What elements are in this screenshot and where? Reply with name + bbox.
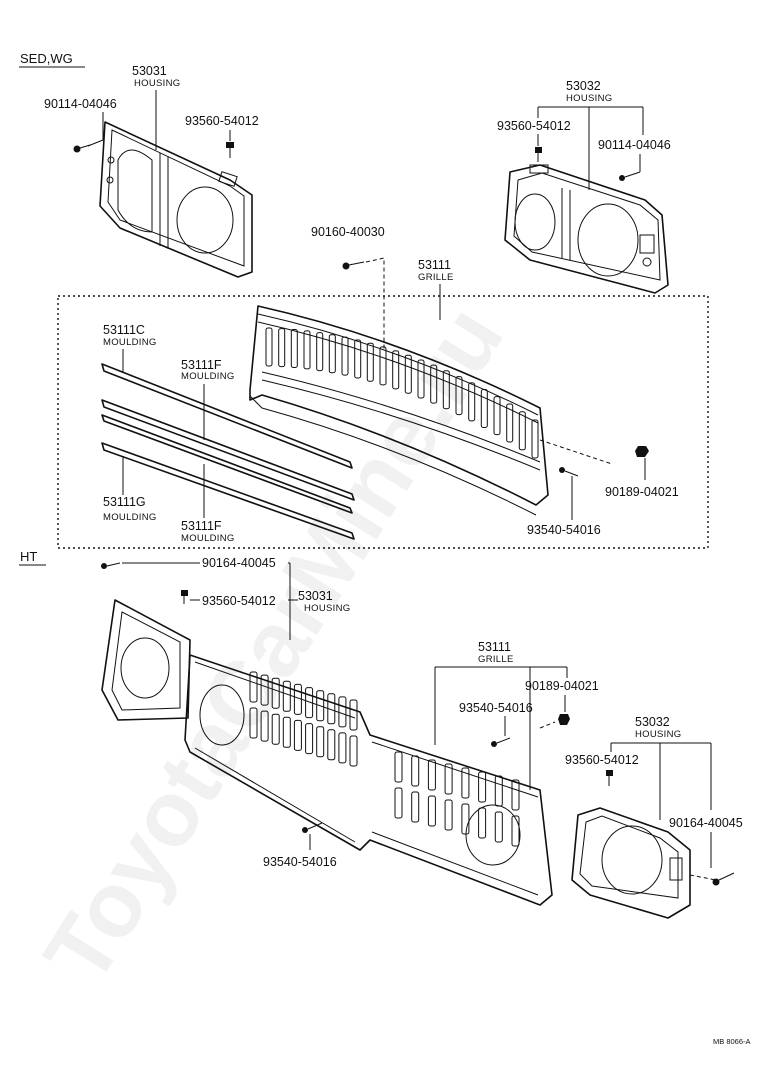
screw-90164-left-icon — [101, 562, 121, 569]
label-53032-bottom: 53032 — [635, 715, 670, 729]
screw-93540-bottom-left-icon — [302, 822, 323, 833]
label-53111f-lower-caption: MOULDING — [181, 533, 235, 544]
moulding-53111f-lower — [101, 414, 353, 514]
screw-93540-top-icon — [559, 467, 579, 477]
label-53111c: 53111C — [103, 323, 145, 337]
section-label-ht: HT — [20, 549, 37, 564]
label-90114-04046-left: 90114-04046 — [44, 97, 117, 111]
label-53111f-upper: 53111F — [181, 358, 222, 372]
label-93560-54012-left: 93560-54012 — [185, 114, 259, 128]
label-53111f-lower: 53111F — [181, 519, 222, 533]
housing-53032-bottom-right — [571, 807, 691, 919]
grille-53111-top — [249, 305, 549, 516]
label-53111f-upper-caption: MOULDING — [181, 371, 235, 382]
label-53111-caption: GRILLE — [418, 272, 454, 283]
label-90160-40030: 90160-40030 — [311, 225, 385, 239]
clip-93560-right-icon — [535, 147, 542, 162]
label-90164-40045-right: 90164-40045 — [669, 816, 743, 830]
label-93560-54012-bottom-right: 93560-54012 — [565, 753, 639, 767]
screw-90114-left-icon — [73, 144, 91, 153]
moulding-53111f-upper — [101, 399, 355, 501]
label-53031-bottom-caption: HOUSING — [304, 603, 350, 614]
section-label-sed-wg: SED,WG — [20, 51, 73, 66]
label-90164-40045-left: 90164-40045 — [202, 556, 276, 570]
label-93540-54016-bottom-left: 93540-54016 — [263, 855, 337, 869]
grille-53111-bottom — [184, 654, 553, 906]
label-90189-04021-top: 90189-04021 — [605, 485, 679, 499]
label-90114-04046-right: 90114-04046 — [598, 138, 671, 152]
label-53032-bottom-caption: HOUSING — [635, 729, 681, 740]
clip-93560-bottom-left-icon — [181, 590, 188, 604]
screw-90164-right-icon — [712, 872, 735, 886]
label-53031: 53031 — [132, 64, 167, 78]
housing-53032-top-right — [504, 164, 669, 294]
moulding-53111g — [101, 442, 355, 540]
screw-93540-bottom-right-icon — [491, 737, 511, 747]
label-53032-caption: HOUSING — [566, 93, 612, 104]
moulding-53111c — [101, 363, 353, 469]
label-53111g: 53111G — [103, 495, 146, 509]
housing-53031-top-left — [99, 121, 253, 278]
label-53031-caption: HOUSING — [134, 78, 180, 89]
screw-90160-icon — [342, 261, 365, 270]
label-53032: 53032 — [566, 79, 601, 93]
label-53111-bottom-caption: GRILLE — [478, 654, 514, 665]
clip-90189-top-icon — [635, 446, 649, 457]
grille-assembly-frame — [57, 295, 709, 549]
clip-90189-bottom-icon — [558, 714, 570, 725]
clip-93560-left-icon — [226, 142, 234, 158]
clip-93560-bottom-right-icon — [606, 770, 613, 786]
screw-90114-right-icon — [619, 171, 641, 181]
label-93540-54016-bottom-right: 93540-54016 — [459, 701, 533, 715]
label-90189-04021-bottom: 90189-04021 — [525, 679, 599, 693]
drawing-reference: MB 8066-A — [713, 1037, 751, 1046]
label-93540-54016-top: 93540-54016 — [527, 523, 601, 537]
label-93560-54012-bottom-left: 93560-54012 — [202, 594, 276, 608]
housing-53031-bottom-left — [101, 599, 191, 721]
label-53031-bottom: 53031 — [298, 589, 333, 603]
label-53111-bottom: 53111 — [478, 640, 511, 654]
label-93560-54012-right: 93560-54012 — [497, 119, 571, 133]
label-53111c-caption: MOULDING — [103, 337, 157, 348]
watermark-text: ToyotaCarMine.ru — [25, 289, 522, 1001]
label-53111: 53111 — [418, 258, 451, 272]
label-53111g-caption: MOULDING — [103, 512, 157, 523]
